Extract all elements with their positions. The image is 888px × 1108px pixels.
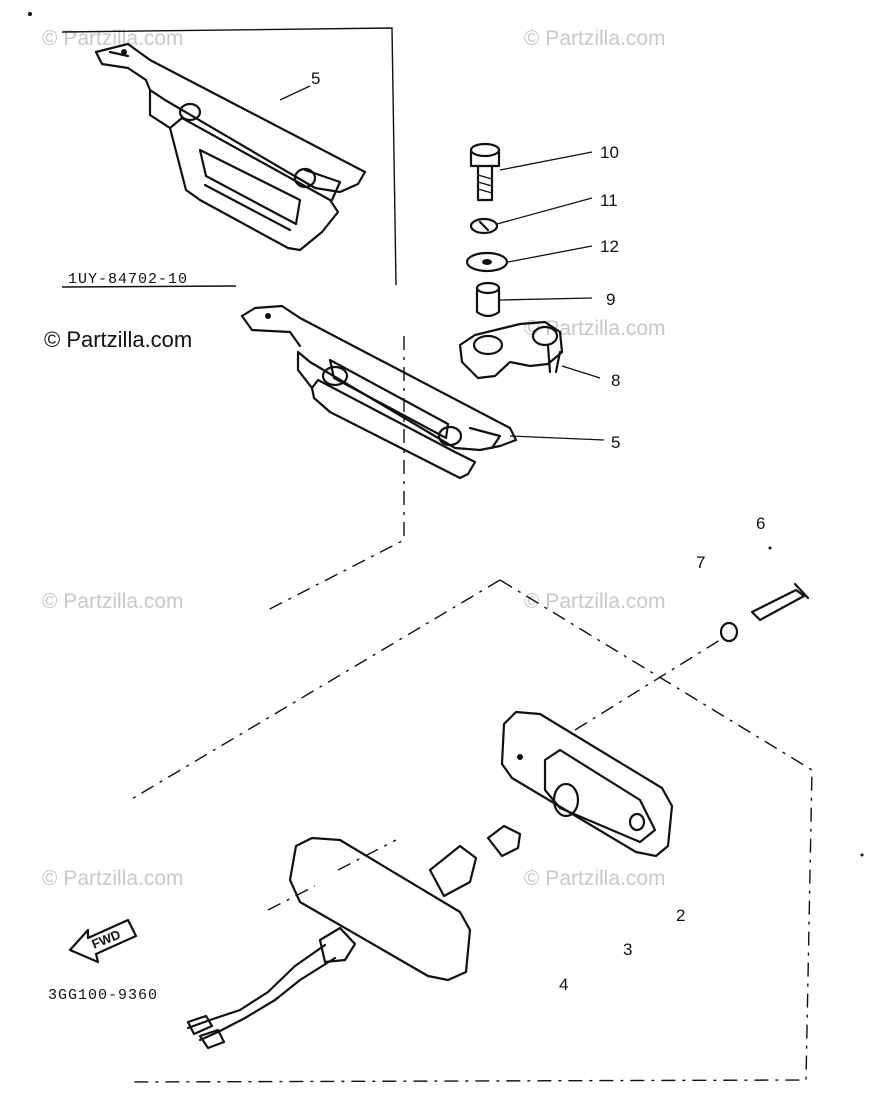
bulb [486,824,522,858]
leader-lines-top [279,85,605,441]
fwd-label: FWD [90,927,123,952]
lamp-lens [500,710,674,858]
watermark-text-dark: © Partzilla.com [44,327,192,352]
spring-washer-11 [469,217,499,235]
watermark-text: © Partzilla.com [524,317,666,340]
callout-4: 4 [559,975,568,994]
fwd-arrow: FWD [68,918,138,964]
bottom-part-code: 3GG100-9360 [48,987,158,1004]
callout-6: 6 [756,514,765,533]
callouts: 5 10 11 12 9 8 5 6 7 2 3 4 [311,69,765,994]
bracket-inset [94,42,367,252]
stray-mark [768,546,772,550]
watermark-text: © Partzilla.com [42,27,184,50]
callout-3: 3 [623,940,632,959]
callout-8: 8 [611,371,620,390]
inset-part-code: 1UY-84702-10 [68,271,188,288]
screw-6 [750,582,810,622]
bracket-main [240,304,518,480]
watermark-text: © Partzilla.com [42,867,184,890]
inset-frame [61,27,397,288]
stray-mark [28,12,32,16]
callout-7: 7 [696,553,705,572]
watermark-text: © Partzilla.com [524,590,666,613]
watermark-text: © Partzilla.com [524,867,666,890]
callout-9: 9 [606,290,615,309]
callout-11: 11 [600,191,618,210]
callout-10: 10 [600,143,619,162]
callout-5-mid: 5 [611,433,620,452]
arm-8 [458,320,564,380]
watermark-text: © Partzilla.com [524,27,666,50]
callout-2: 2 [676,906,685,925]
assembly-lines [129,336,813,1083]
callout-5-top: 5 [311,69,320,88]
washer-7 [719,621,739,643]
stray-mark [860,853,864,857]
bolt-10 [469,142,501,202]
collar-9 [475,281,501,318]
washer-12 [465,251,509,273]
watermark-text: © Partzilla.com [42,590,184,613]
socket-wire [186,836,478,1050]
callout-12: 12 [600,237,619,256]
